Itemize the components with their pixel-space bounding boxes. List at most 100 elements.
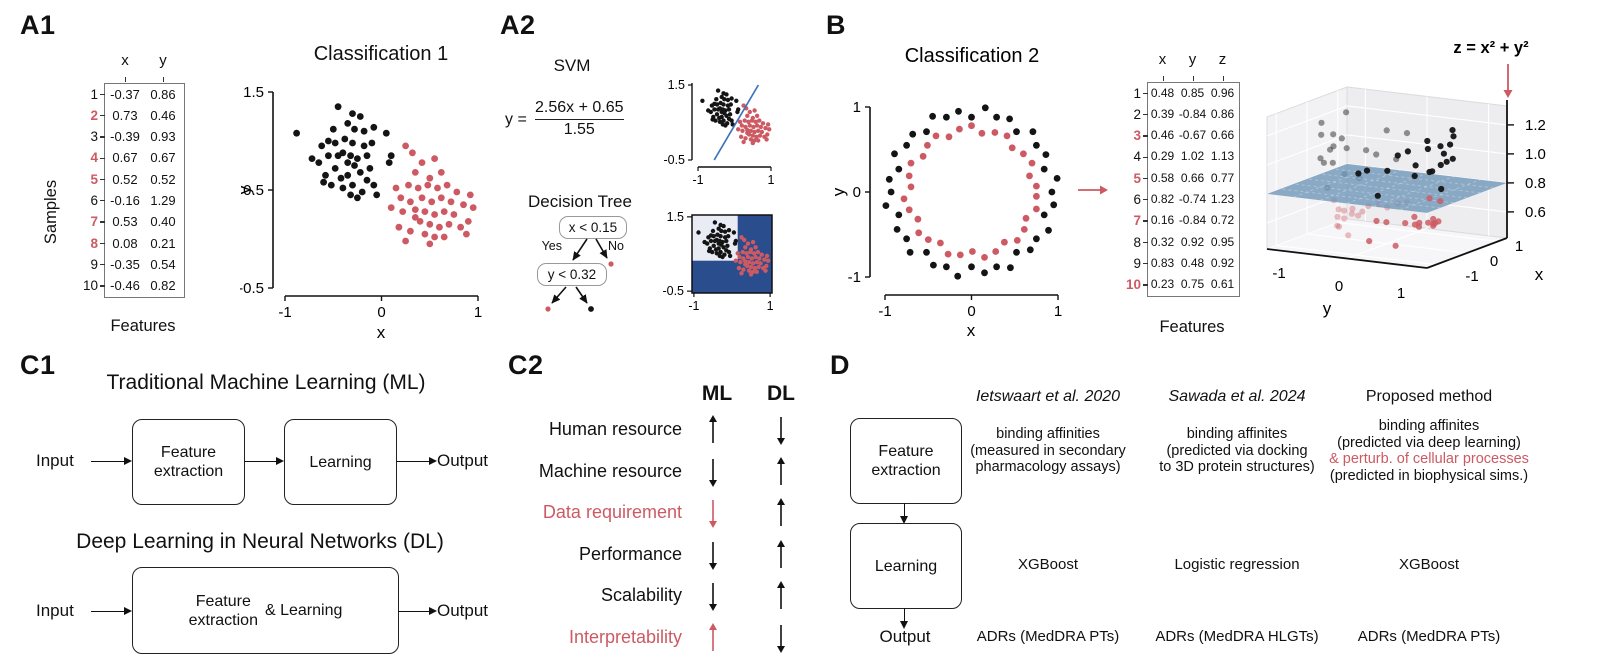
row-number: 8 [90, 235, 98, 251]
data-point-red [1003, 132, 1011, 140]
data-point-black [981, 269, 988, 277]
data-point-black [726, 107, 732, 112]
data-point-red [905, 206, 913, 214]
decision-tree-title: Decision Tree [528, 192, 632, 211]
data-point-red [431, 211, 438, 218]
svg-text:-1: -1 [692, 173, 703, 187]
data-point-red [748, 264, 754, 270]
data-point-red [457, 223, 464, 231]
data-point-red [745, 241, 751, 246]
c2-dl-arrow-up [777, 581, 785, 610]
data-point-red [992, 248, 1000, 255]
data-point-red [932, 132, 940, 140]
cell-value: 0.66 [1180, 170, 1205, 185]
data-point-red [463, 230, 470, 238]
data-point-red [1001, 238, 1008, 246]
data-point-black [724, 248, 729, 253]
cell-value: -0.67 [1178, 128, 1207, 143]
data-point-red [407, 198, 414, 206]
cell-value: 0.46 [1150, 128, 1175, 143]
cell-value: 0.61 [1210, 277, 1235, 292]
data-point-black [723, 123, 728, 128]
row-number: 5 [1133, 170, 1141, 186]
data-point-red [755, 249, 761, 255]
row-number: 8 [1133, 234, 1141, 250]
data-point-black [733, 238, 738, 244]
data-point-red [757, 133, 763, 138]
svg-text:0: 0 [377, 304, 385, 321]
data-point-black [320, 178, 327, 186]
data-point-black [382, 129, 390, 137]
data-point-black [331, 165, 339, 172]
data-point-red [750, 140, 755, 146]
c2-row-label: Human resource [548, 419, 682, 439]
cell-value: -0.46 [110, 278, 140, 294]
data-point-red [754, 123, 760, 128]
surface-formula: z = x² + y² [1453, 39, 1529, 57]
data-point-black [1013, 128, 1020, 136]
data-point-black [736, 107, 741, 112]
cell-value: 0.53 [112, 214, 138, 230]
svg-text:1: 1 [768, 173, 775, 187]
data-point-black [895, 211, 903, 219]
svg-text:x: x [967, 321, 976, 340]
data-point-red [437, 169, 445, 176]
data-point-red [397, 194, 405, 202]
data-point-red [981, 254, 988, 261]
data-point-red [407, 227, 414, 235]
data-point-red [745, 130, 750, 136]
d-output-cell: ADRs (MedDRA HLGTs) [1155, 628, 1319, 645]
c1-dl-arrow-input [91, 607, 132, 615]
data-point-red [763, 268, 768, 273]
data-point-red [751, 251, 757, 256]
row-tick [1143, 135, 1148, 137]
data-point-black [334, 103, 342, 111]
d-feature-line: (predicted in biophysical sims.) [1329, 467, 1529, 484]
svm-equation-lhs: y = [505, 111, 527, 128]
data-point-black [347, 152, 354, 160]
data-point-black [720, 254, 725, 260]
data-point-black [722, 229, 728, 234]
data-point-black [895, 165, 903, 173]
data-point-red [759, 252, 764, 257]
svg-text:Classification 2: Classification 2 [905, 45, 1040, 67]
data-point-red [945, 133, 953, 141]
d-learning-cell: Logistic regression [1174, 556, 1300, 573]
header-tick [1192, 76, 1194, 81]
c1-dl-output-label: Output [437, 601, 489, 620]
cell-value: 0.83 [1150, 255, 1175, 270]
data-point-black [993, 113, 1000, 121]
d-output-cell: ADRs (MedDRA PTs) [976, 628, 1120, 645]
data-point-black [721, 118, 726, 123]
data-point-red [764, 253, 770, 259]
data-point-black [726, 234, 731, 239]
data-point-red [453, 188, 461, 196]
data-point-black [339, 149, 347, 157]
row-tick [100, 157, 105, 159]
data-point-black [347, 191, 354, 199]
c2-row-label: Data requirement [542, 502, 682, 523]
data-point-black [1006, 115, 1013, 123]
row-tick [100, 242, 105, 245]
data-point-red [766, 258, 771, 263]
data-point-black [718, 234, 723, 239]
data-point-black [981, 104, 989, 112]
c1-feature-line1: Feature [160, 444, 217, 461]
c1-arrow-input-feature [91, 457, 132, 465]
data-point-red [405, 181, 412, 189]
data-point-black [891, 150, 898, 158]
data-point-black [714, 251, 719, 256]
threshold-plane [1267, 163, 1507, 213]
data-point-black [373, 191, 381, 199]
svg-text:-1: -1 [878, 303, 891, 320]
data-point-black [331, 139, 339, 147]
c2-dl-header: DL [767, 382, 795, 405]
data-point-black [327, 181, 335, 189]
svg-text:y: y [1323, 299, 1332, 318]
data-point-red [1033, 205, 1040, 213]
c1-arrow-feature-learning [245, 457, 284, 465]
data-point-black [712, 220, 718, 225]
data-point-red [752, 265, 758, 271]
data-point-black [360, 127, 368, 135]
